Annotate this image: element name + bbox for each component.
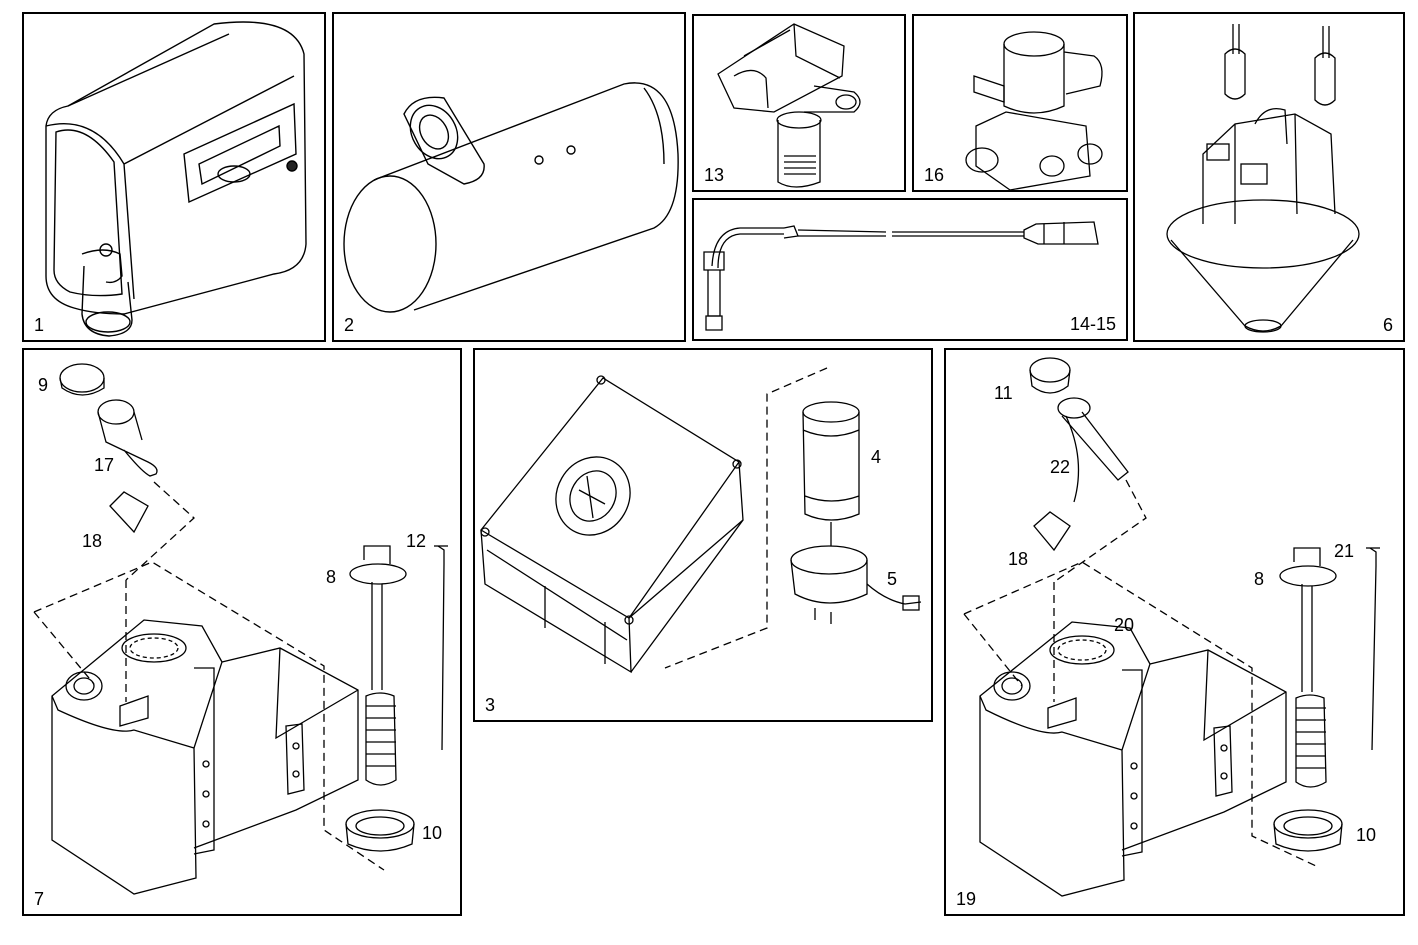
valve-drawing	[965, 31, 1103, 191]
callout-18: 18	[82, 531, 103, 551]
panel-19-tank-assembly: 11 22 18 21 8 20 10 19	[944, 348, 1405, 916]
panel-label: 3	[485, 695, 496, 715]
panel-label: 13	[704, 165, 725, 185]
tank-assembly-drawing	[33, 363, 448, 895]
callout-8: 8	[326, 567, 337, 587]
panel-13-sensor: 13	[692, 14, 906, 192]
panel-16-valve: 16	[912, 14, 1128, 192]
panel-label: 2	[344, 315, 355, 335]
panel-14-15-temp-sensor: 14-15	[692, 198, 1128, 341]
pump-module-drawing	[1166, 24, 1360, 333]
panel-label: 7	[34, 889, 45, 909]
panel-label: 6	[1382, 315, 1393, 335]
sensor-drawing	[717, 23, 861, 188]
panel-2-silencer: 2	[332, 12, 686, 342]
panel-3-control-unit: 4 5 3	[473, 348, 933, 722]
silencer-drawing	[343, 82, 679, 313]
callout-9: 9	[38, 375, 49, 395]
callout-22: 22	[1050, 457, 1071, 477]
panel-6-pump-module: 6	[1133, 12, 1405, 342]
callout-11: 11	[994, 383, 1013, 403]
callout-10: 10	[1356, 825, 1377, 845]
callout-17: 17	[94, 455, 115, 475]
panel-label: 19	[956, 889, 977, 909]
panel-label: 1	[34, 315, 45, 335]
muffler-drawing	[45, 21, 307, 337]
panel-7-tank-assembly: 9 17 18 12 8 10 7	[22, 348, 462, 916]
temp-sensor-drawing	[703, 221, 1099, 331]
callout-8: 8	[1254, 569, 1265, 589]
callout-5: 5	[887, 569, 898, 589]
callout-20: 20	[1114, 615, 1135, 635]
callout-10: 10	[422, 823, 443, 843]
callout-21: 21	[1334, 541, 1355, 561]
panel-label: 16	[924, 165, 945, 185]
callout-18: 18	[1008, 549, 1029, 569]
tank-assembly-variant-drawing	[963, 357, 1380, 897]
control-unit-drawing	[480, 367, 922, 674]
panel-label: 14-15	[1069, 314, 1116, 334]
callout-12: 12	[406, 531, 427, 551]
panel-1-muffler: 1	[22, 12, 326, 342]
callout-4: 4	[871, 447, 882, 467]
